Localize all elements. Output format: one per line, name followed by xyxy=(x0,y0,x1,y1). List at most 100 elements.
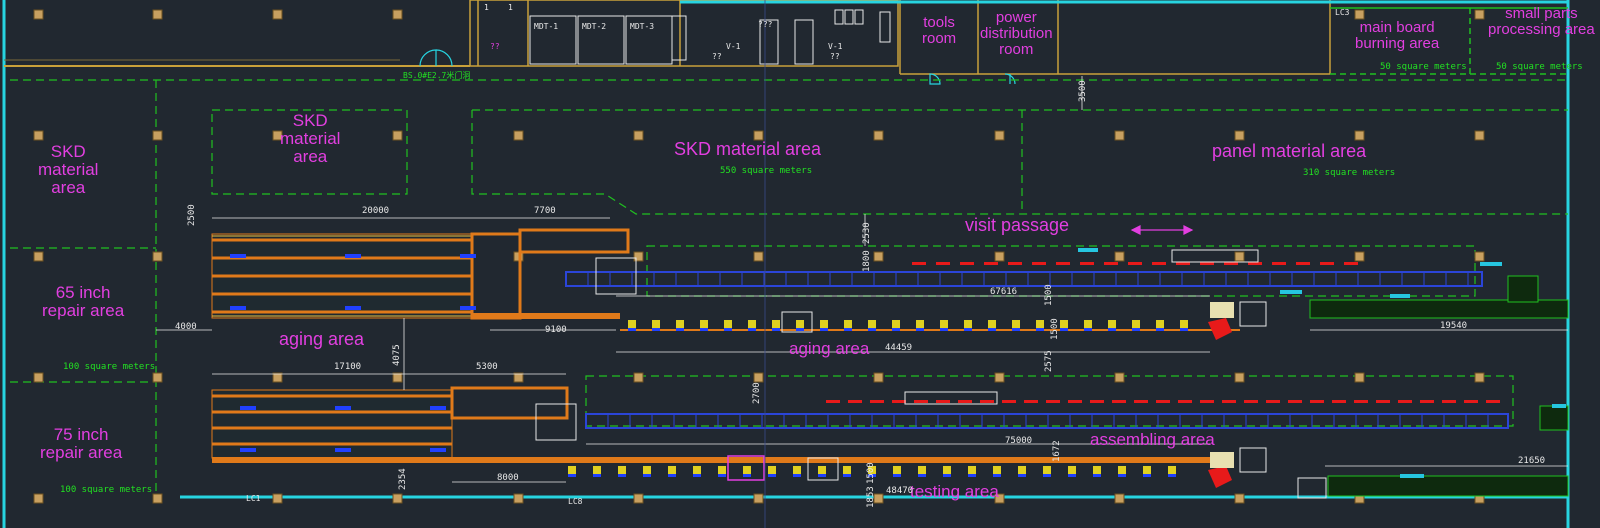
main-board-size: 50 square meters xyxy=(1380,62,1467,72)
test-bench xyxy=(807,457,839,481)
column xyxy=(152,130,163,141)
operator-marker xyxy=(568,466,576,474)
operator-base xyxy=(868,328,876,331)
station-blue xyxy=(345,306,361,310)
qq1-label: ?? xyxy=(490,42,500,51)
operator-base xyxy=(1143,474,1151,477)
station-red xyxy=(1376,400,1390,403)
column xyxy=(1354,372,1365,383)
operator-marker xyxy=(718,466,726,474)
station-red xyxy=(1244,400,1258,403)
station-blue xyxy=(430,448,446,452)
dim-1500b: 1500 xyxy=(1050,318,1060,340)
num1-label: 1 xyxy=(484,3,489,12)
station-red xyxy=(1332,400,1346,403)
column xyxy=(1474,9,1485,20)
operator-marker xyxy=(700,320,708,328)
aging-center-label: aging area xyxy=(789,339,870,358)
operator-base xyxy=(718,474,726,477)
upper-aging-rack xyxy=(211,228,630,320)
station-red xyxy=(1398,400,1412,403)
column xyxy=(753,130,764,141)
station-red xyxy=(1068,400,1082,403)
station-red xyxy=(1002,400,1016,403)
operator-base xyxy=(964,328,972,331)
repair65-size: 100 square meters xyxy=(63,362,156,372)
column xyxy=(633,372,644,383)
operator-base xyxy=(893,474,901,477)
column xyxy=(633,130,644,141)
operator-base xyxy=(918,474,926,477)
door-arcs xyxy=(419,49,1016,85)
column xyxy=(1234,493,1245,504)
operator-marker xyxy=(796,320,804,328)
visit-arrow xyxy=(1130,225,1194,235)
operator-base xyxy=(1108,328,1116,331)
station-red xyxy=(912,262,926,265)
column xyxy=(152,9,163,20)
operator-base xyxy=(772,328,780,331)
station-red xyxy=(1152,262,1166,265)
station-red xyxy=(892,400,906,403)
operator-marker xyxy=(1143,466,1151,474)
column xyxy=(1234,251,1245,262)
operator-marker xyxy=(868,466,876,474)
operator-marker xyxy=(1093,466,1101,474)
operator-base xyxy=(968,474,976,477)
operator-base xyxy=(1168,474,1176,477)
operator-marker xyxy=(1060,320,1068,328)
dim-19540: 19540 xyxy=(1440,321,1468,331)
dim-4000: 4000 xyxy=(175,322,197,332)
operator-marker xyxy=(1012,320,1020,328)
operator-marker xyxy=(1084,320,1092,328)
station-red xyxy=(1178,400,1192,403)
bench xyxy=(1171,249,1259,263)
station-red xyxy=(984,262,998,265)
station-blue xyxy=(430,406,446,410)
station-red xyxy=(870,400,884,403)
operator-marker xyxy=(1108,320,1116,328)
testing-label: testing area xyxy=(910,482,999,501)
column xyxy=(873,493,884,504)
operator-marker xyxy=(988,320,996,328)
operator-marker xyxy=(668,466,676,474)
column xyxy=(33,372,44,383)
station-blue xyxy=(460,306,476,310)
operator-marker xyxy=(743,466,751,474)
column xyxy=(633,493,644,504)
operator-marker xyxy=(628,320,636,328)
door-note: BS.0#E2.7米门洞 xyxy=(403,71,471,80)
dim-2575: 2575 xyxy=(1044,350,1054,372)
station-red xyxy=(1024,400,1038,403)
box1-label: MDT-1 xyxy=(534,22,559,31)
operator-marker xyxy=(943,466,951,474)
dim-9100: 9100 xyxy=(545,325,567,335)
dim-1500: 1500 xyxy=(1044,284,1054,306)
station-red xyxy=(1176,262,1190,265)
station-blue xyxy=(240,448,256,452)
station-red xyxy=(936,400,950,403)
operator-base xyxy=(668,474,676,477)
column xyxy=(1234,372,1245,383)
column xyxy=(753,493,764,504)
operator-base xyxy=(1093,474,1101,477)
station-red xyxy=(1310,400,1324,403)
station-red xyxy=(958,400,972,403)
skd-main-size: 550 square meters xyxy=(720,166,813,176)
dim-1800: 1800 xyxy=(862,250,872,272)
workstations xyxy=(230,249,1500,481)
operator-marker xyxy=(893,466,901,474)
operator-base xyxy=(820,328,828,331)
lc8-label: LC8 xyxy=(568,497,583,506)
column xyxy=(1354,251,1365,262)
box3-label: MDT-3 xyxy=(630,22,655,31)
dim-67616: 67616 xyxy=(990,287,1018,297)
lower-aging-rack xyxy=(211,386,1210,463)
station-red xyxy=(1296,262,1310,265)
station-blue xyxy=(230,254,246,258)
station-red xyxy=(1080,262,1094,265)
dim-20000: 20000 xyxy=(362,206,390,216)
station-red xyxy=(1224,262,1238,265)
station-red xyxy=(1266,400,1280,403)
